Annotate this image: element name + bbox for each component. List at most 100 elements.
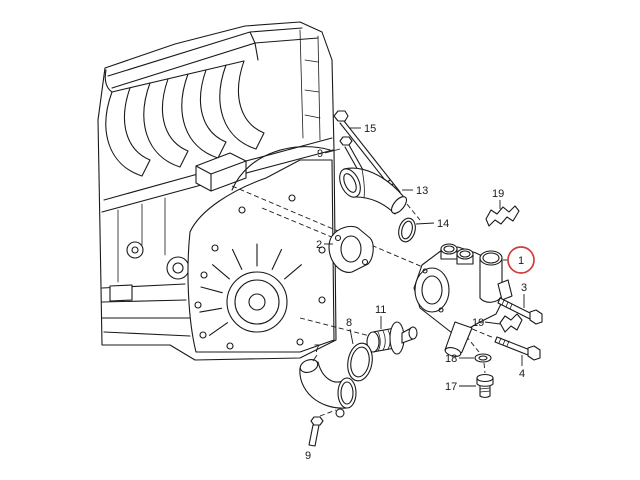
gasket-bolt-hole	[361, 258, 369, 266]
gasket-bolt-hole	[334, 234, 342, 242]
small-pulley-hub	[131, 246, 139, 254]
coil-housing	[195, 152, 247, 192]
alignment-line	[261, 207, 335, 239]
crank-pulley-hub	[248, 293, 266, 311]
callout-14: 14	[437, 218, 449, 230]
bolt-head	[310, 416, 324, 426]
short-bolt-bottom	[308, 416, 324, 447]
pipe-opening-inner	[343, 173, 357, 193]
callout-11: 11	[375, 304, 386, 316]
callout-2: 2	[316, 239, 322, 251]
leader-lines	[312, 127, 525, 387]
flange-face	[414, 267, 450, 313]
coil-housing-edges	[195, 160, 247, 192]
thermostat-valve-end	[408, 326, 418, 340]
intake-runner	[143, 78, 189, 168]
pipe-bead	[361, 168, 365, 199]
bolt-boss	[200, 271, 208, 279]
intake-runner	[105, 87, 151, 177]
bolt-right-lower	[494, 336, 541, 361]
pipe-end	[390, 196, 408, 214]
bolt-boss	[194, 301, 202, 309]
callout-4: 4	[519, 368, 525, 380]
bolt-boss	[199, 331, 207, 339]
block-ribs	[117, 197, 166, 283]
callout-1: 1	[518, 255, 524, 267]
o-ring-upper	[398, 217, 416, 243]
callout-9-bottom: 9	[305, 450, 311, 462]
o-ring-lower	[347, 342, 373, 382]
bolt-threads	[501, 299, 513, 310]
coolant-flange	[413, 243, 513, 357]
idler-pulley-hub	[172, 262, 184, 274]
oil-pan-lines	[101, 283, 191, 337]
short-bolt-top	[339, 136, 364, 173]
bolt-head	[339, 136, 353, 146]
gasket-outline	[328, 225, 374, 273]
bolt-threads	[498, 337, 510, 347]
valve-cover	[107, 27, 319, 89]
idler-pulley	[166, 256, 190, 280]
flange-face-bore	[421, 275, 443, 305]
flange-spout-opening	[444, 347, 462, 357]
bolt-right-upper	[497, 297, 543, 325]
housing-bolt-boss	[335, 408, 345, 418]
clip-outline	[499, 313, 523, 333]
alignment-line	[483, 362, 486, 374]
callout-19-bottom: 19	[472, 317, 484, 329]
plug-shank	[479, 383, 491, 399]
pipe-opening	[339, 168, 361, 198]
head-side-ribs	[299, 29, 321, 141]
callout-3: 3	[521, 282, 527, 294]
intake-runner	[181, 69, 227, 159]
cover-bolt-bosses	[194, 194, 326, 350]
callout-labels: 15 9 13 14 19 2 1 3 11 8 7 19 18 4 17 9	[305, 123, 527, 462]
alignment-line	[231, 185, 426, 269]
callout-18: 18	[445, 353, 457, 365]
washer-inner	[478, 355, 488, 361]
flange-small-pipe-top	[440, 243, 458, 255]
sealing-washer	[474, 353, 492, 363]
gasket	[328, 225, 374, 273]
thermostat	[366, 321, 418, 355]
bolt-head	[333, 110, 349, 122]
thermostat-housing	[299, 359, 357, 418]
o-ring-outer	[398, 217, 416, 243]
bolt-boss	[238, 206, 246, 214]
callout-13: 13	[416, 185, 428, 197]
callout-19-top: 19	[492, 188, 504, 200]
intake-runner	[219, 60, 265, 150]
coolant-pipe	[339, 167, 408, 215]
o-ring-inner	[401, 220, 413, 240]
cover-ribs	[199, 243, 302, 336]
callout-8: 8	[346, 317, 352, 329]
bolt-head	[527, 345, 541, 361]
bolt-boss	[288, 194, 296, 202]
leader-line	[415, 222, 435, 225]
plug-head-top	[476, 373, 494, 383]
flange-small-pipe-bore	[443, 245, 455, 253]
bolt-boss	[318, 246, 326, 254]
callout-9-top: 9	[317, 148, 323, 160]
flange-large-pipe-bore	[482, 252, 500, 264]
alignment-line	[299, 317, 371, 337]
clip-outline	[485, 205, 520, 227]
intake-plenum	[104, 60, 245, 93]
small-pulley	[126, 241, 144, 259]
leader-line	[312, 354, 318, 362]
flange-bracket	[497, 279, 513, 301]
clip-lower	[499, 313, 523, 333]
flange-small-pipe-top	[456, 248, 474, 260]
thermostat-end	[366, 331, 380, 353]
callout-17: 17	[445, 381, 457, 393]
flange-bolt-hole	[422, 268, 428, 274]
flange-bolt-hole	[438, 307, 444, 313]
leader-line	[484, 321, 501, 325]
highlight-circle	[507, 246, 535, 274]
housing-flange-bore	[340, 381, 354, 405]
bolt-boss	[318, 296, 326, 304]
plug-threads	[479, 387, 491, 393]
bolt-shaft	[308, 424, 320, 447]
washer-outer	[474, 353, 492, 363]
